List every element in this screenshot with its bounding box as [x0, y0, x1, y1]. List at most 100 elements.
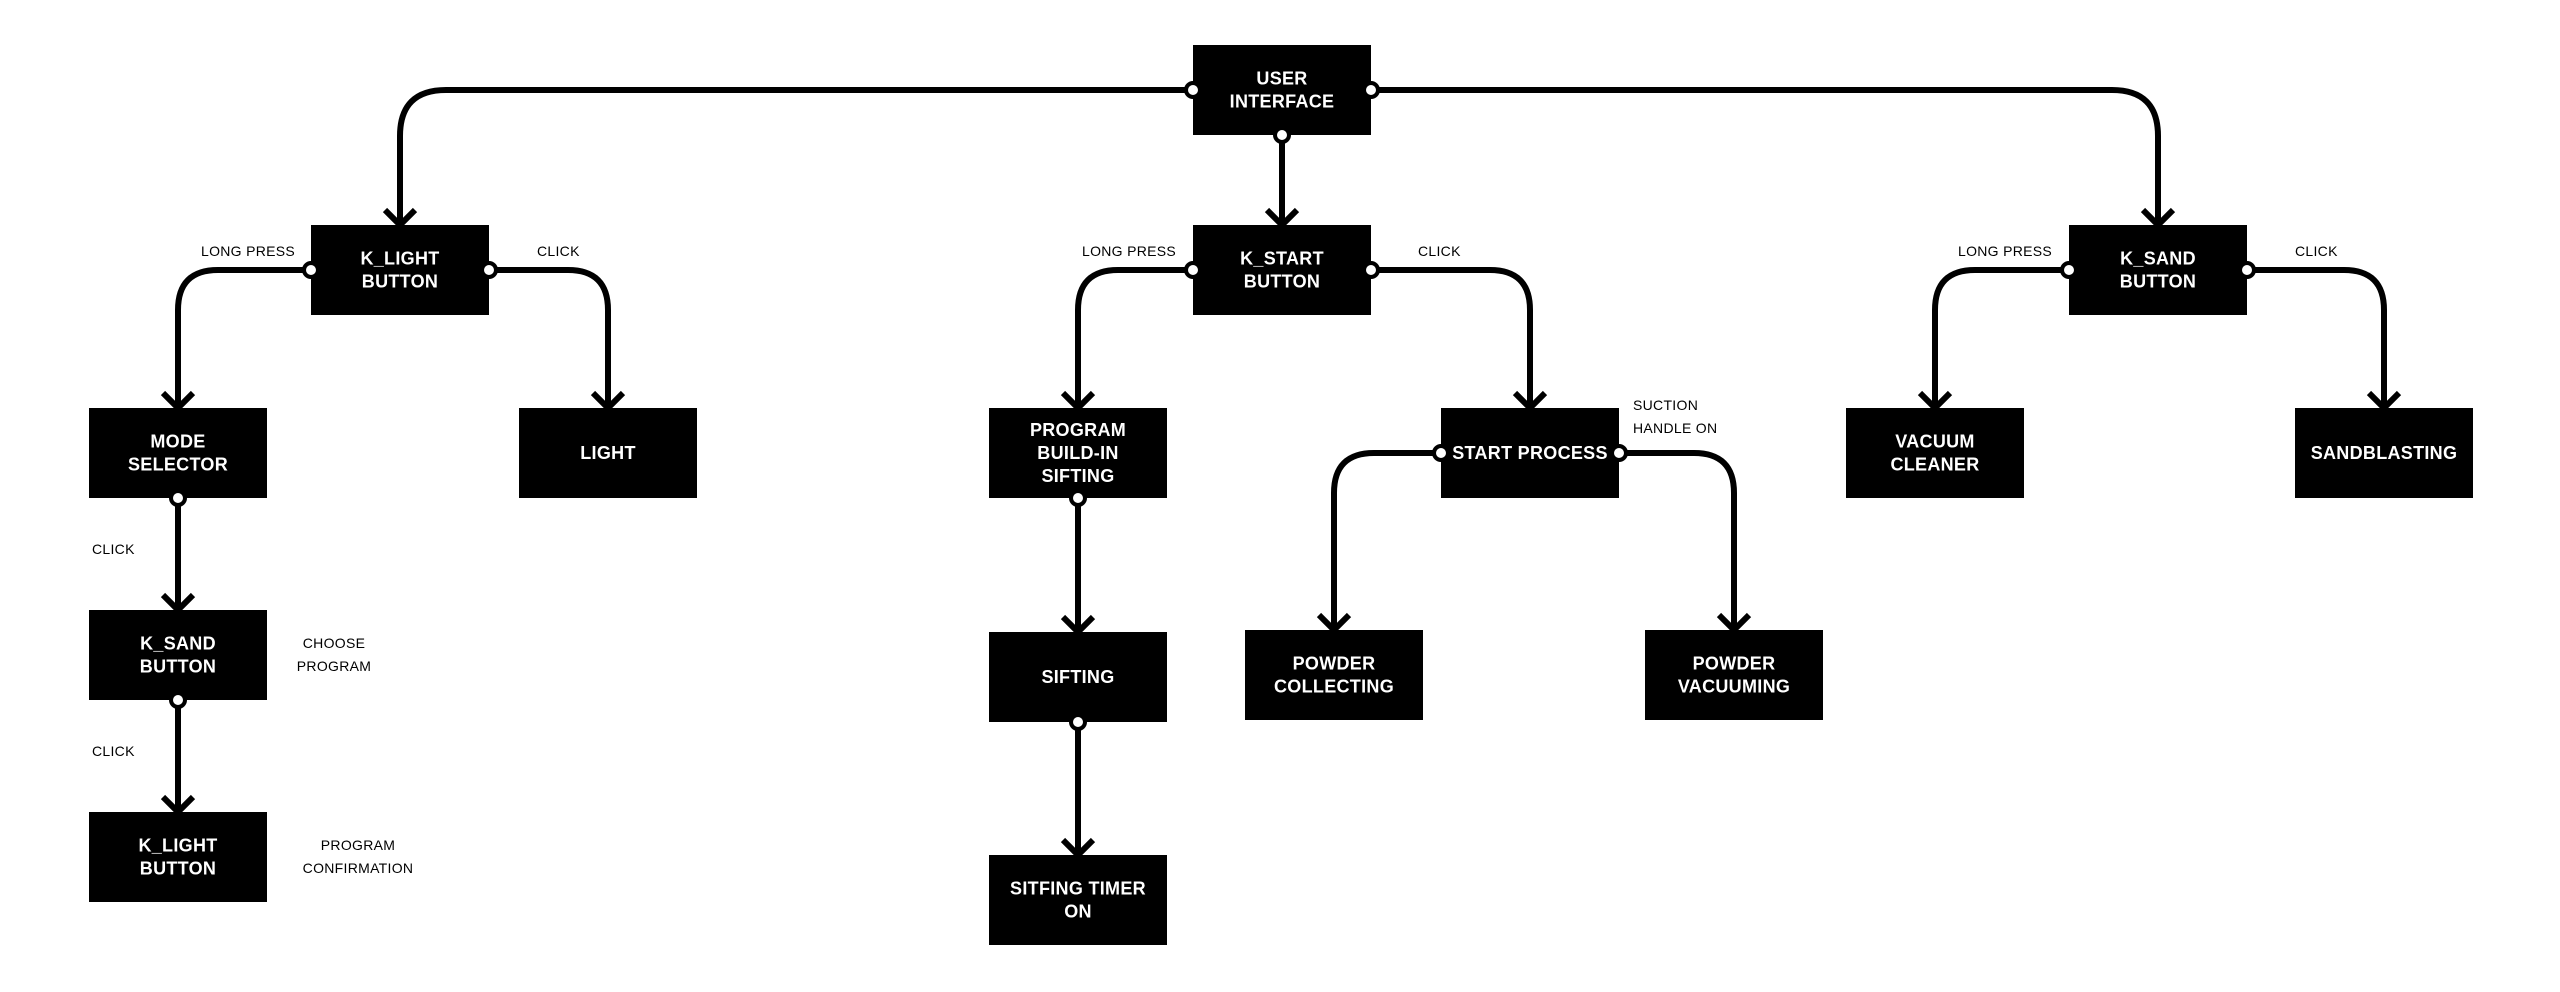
node-label: VACUUMING — [1678, 677, 1790, 697]
node-k-light-button: K_LIGHT BUTTON — [311, 225, 489, 315]
connection-port — [2238, 261, 2256, 279]
node-box — [1441, 408, 1619, 498]
edge-label-program-confirmation: PROGRAM — [321, 837, 395, 853]
edge-label-light-long-press: LONG PRESS — [201, 243, 295, 259]
node-start-process: START PROCESS — [1441, 408, 1619, 498]
node-label: K_START — [1240, 249, 1324, 269]
node-sandblasting: SANDBLASTING — [2295, 408, 2473, 498]
node-label: K_LIGHT — [138, 836, 217, 856]
edge-k-sand-to-vacuum — [1932, 267, 2069, 408]
edge-label-start-long-press: LONG PRESS — [1082, 243, 1176, 259]
connection-ports — [169, 81, 2256, 731]
node-powder-collecting: POWDER COLLECTING — [1245, 630, 1423, 720]
node-label: SITFING TIMER — [1010, 879, 1146, 899]
connection-port — [1273, 126, 1291, 144]
node-box — [989, 632, 1167, 722]
node-label: COLLECTING — [1274, 677, 1394, 697]
connection-port — [169, 691, 187, 709]
node-label: K_SAND — [2120, 249, 2196, 269]
node-box — [89, 408, 267, 498]
node-box — [89, 610, 267, 700]
node-program-build-in-sifting: PROGRAM BUILD-IN SIFTING — [989, 408, 1167, 498]
node-box — [89, 812, 267, 902]
connection-port — [1184, 81, 1202, 99]
node-label: SELECTOR — [128, 455, 228, 475]
node-k-start-button: K_START BUTTON — [1193, 225, 1371, 315]
node-box — [1245, 630, 1423, 720]
connection-port — [169, 489, 187, 507]
edge-start-process-to-collecting — [1331, 450, 1441, 630]
connection-port — [1069, 713, 1087, 731]
connector-lines — [160, 87, 2402, 860]
edge-ui-to-k-light — [397, 87, 1193, 225]
edge-label-sand-long-press: LONG PRESS — [1958, 243, 2052, 259]
node-user-interface: USER INTERFACE — [1193, 45, 1371, 135]
edge-k-sand-to-sandblasting — [2247, 267, 2387, 408]
node-powder-vacuuming: POWDER VACUUMING — [1645, 630, 1823, 720]
edge-ui-to-k-sand — [1371, 87, 2161, 225]
connection-port — [480, 261, 498, 279]
node-label: BUTTON — [362, 272, 438, 292]
node-label: SIFTING — [1041, 667, 1114, 687]
node-k-sand-button-2: K_SAND BUTTON — [89, 610, 267, 700]
node-vacuum-cleaner: VACUUM CLEANER — [1846, 408, 2024, 498]
node-k-sand-button: K_SAND BUTTON — [2069, 225, 2247, 315]
connection-port — [1432, 444, 1450, 462]
node-label: PROGRAM — [1030, 420, 1126, 440]
edge-labels: LONG PRESS CLICK LONG PRESS CLICK LONG PRESS… — [92, 243, 2338, 876]
node-label: ON — [1064, 902, 1092, 922]
node-label: BUTTON — [140, 657, 216, 677]
node-label: USER — [1256, 69, 1307, 89]
node-label: MODE — [150, 432, 205, 452]
connection-port — [1069, 489, 1087, 507]
node-box — [1193, 45, 1371, 135]
node-box — [1846, 408, 2024, 498]
node-box — [311, 225, 489, 315]
connection-port — [1184, 261, 1202, 279]
node-boxes: USERINTERFACEK_LIGHTBUTTONK_STARTBUTTONK… — [89, 45, 2473, 945]
connection-port — [1610, 444, 1628, 462]
edge-k-start-to-program — [1075, 267, 1193, 408]
edge-label-sand-click: CLICK — [2295, 243, 2338, 259]
edge-label-sand-click-2: CLICK — [92, 743, 135, 759]
edge-k-start-to-start-process — [1371, 267, 1533, 408]
node-box — [989, 855, 1167, 945]
node-label: LIGHT — [580, 443, 636, 463]
node-label: BUTTON — [2120, 272, 2196, 292]
node-label: CLEANER — [1890, 455, 1979, 475]
edge-label-choose-program: CHOOSE — [303, 635, 365, 651]
edge-k-light-to-mode-selector — [175, 267, 311, 408]
edge-start-process-to-vacuuming — [1619, 450, 1737, 630]
node-label: VACUUM — [1895, 432, 1974, 452]
node-label: BUTTON — [1244, 272, 1320, 292]
edge-label-suction-handle-on: SUCTION — [1633, 397, 1698, 413]
node-label: POWDER — [1693, 654, 1776, 674]
node-label: SIFTING — [1041, 466, 1114, 486]
edge-label-start-click: CLICK — [1418, 243, 1461, 259]
node-light: LIGHT — [519, 408, 697, 498]
edge-label-light-click: CLICK — [537, 243, 580, 259]
node-label: POWDER — [1293, 654, 1376, 674]
node-label: K_LIGHT — [360, 249, 439, 269]
node-box — [1193, 225, 1371, 315]
node-label: INTERFACE — [1230, 92, 1335, 112]
edge-k-light-to-light — [489, 267, 611, 408]
node-mode-selector: MODE SELECTOR — [89, 408, 267, 498]
node-label: BUILD-IN — [1037, 443, 1118, 463]
edge-label-choose-program: PROGRAM — [297, 658, 371, 674]
connection-port — [1362, 81, 1380, 99]
node-box — [1645, 630, 1823, 720]
edge-label-suction-handle-on: HANDLE ON — [1633, 420, 1717, 436]
connection-port — [1362, 261, 1380, 279]
node-sifting: SIFTING — [989, 632, 1167, 722]
connection-port — [2060, 261, 2078, 279]
node-label: SANDBLASTING — [2311, 443, 2458, 463]
node-label: K_SAND — [140, 634, 216, 654]
node-label: START PROCESS — [1452, 443, 1608, 463]
node-box — [989, 408, 1167, 498]
node-box — [2295, 408, 2473, 498]
edge-label-mode-click: CLICK — [92, 541, 135, 557]
node-sifting-timer-on: SITFING TIMER ON — [989, 855, 1167, 945]
